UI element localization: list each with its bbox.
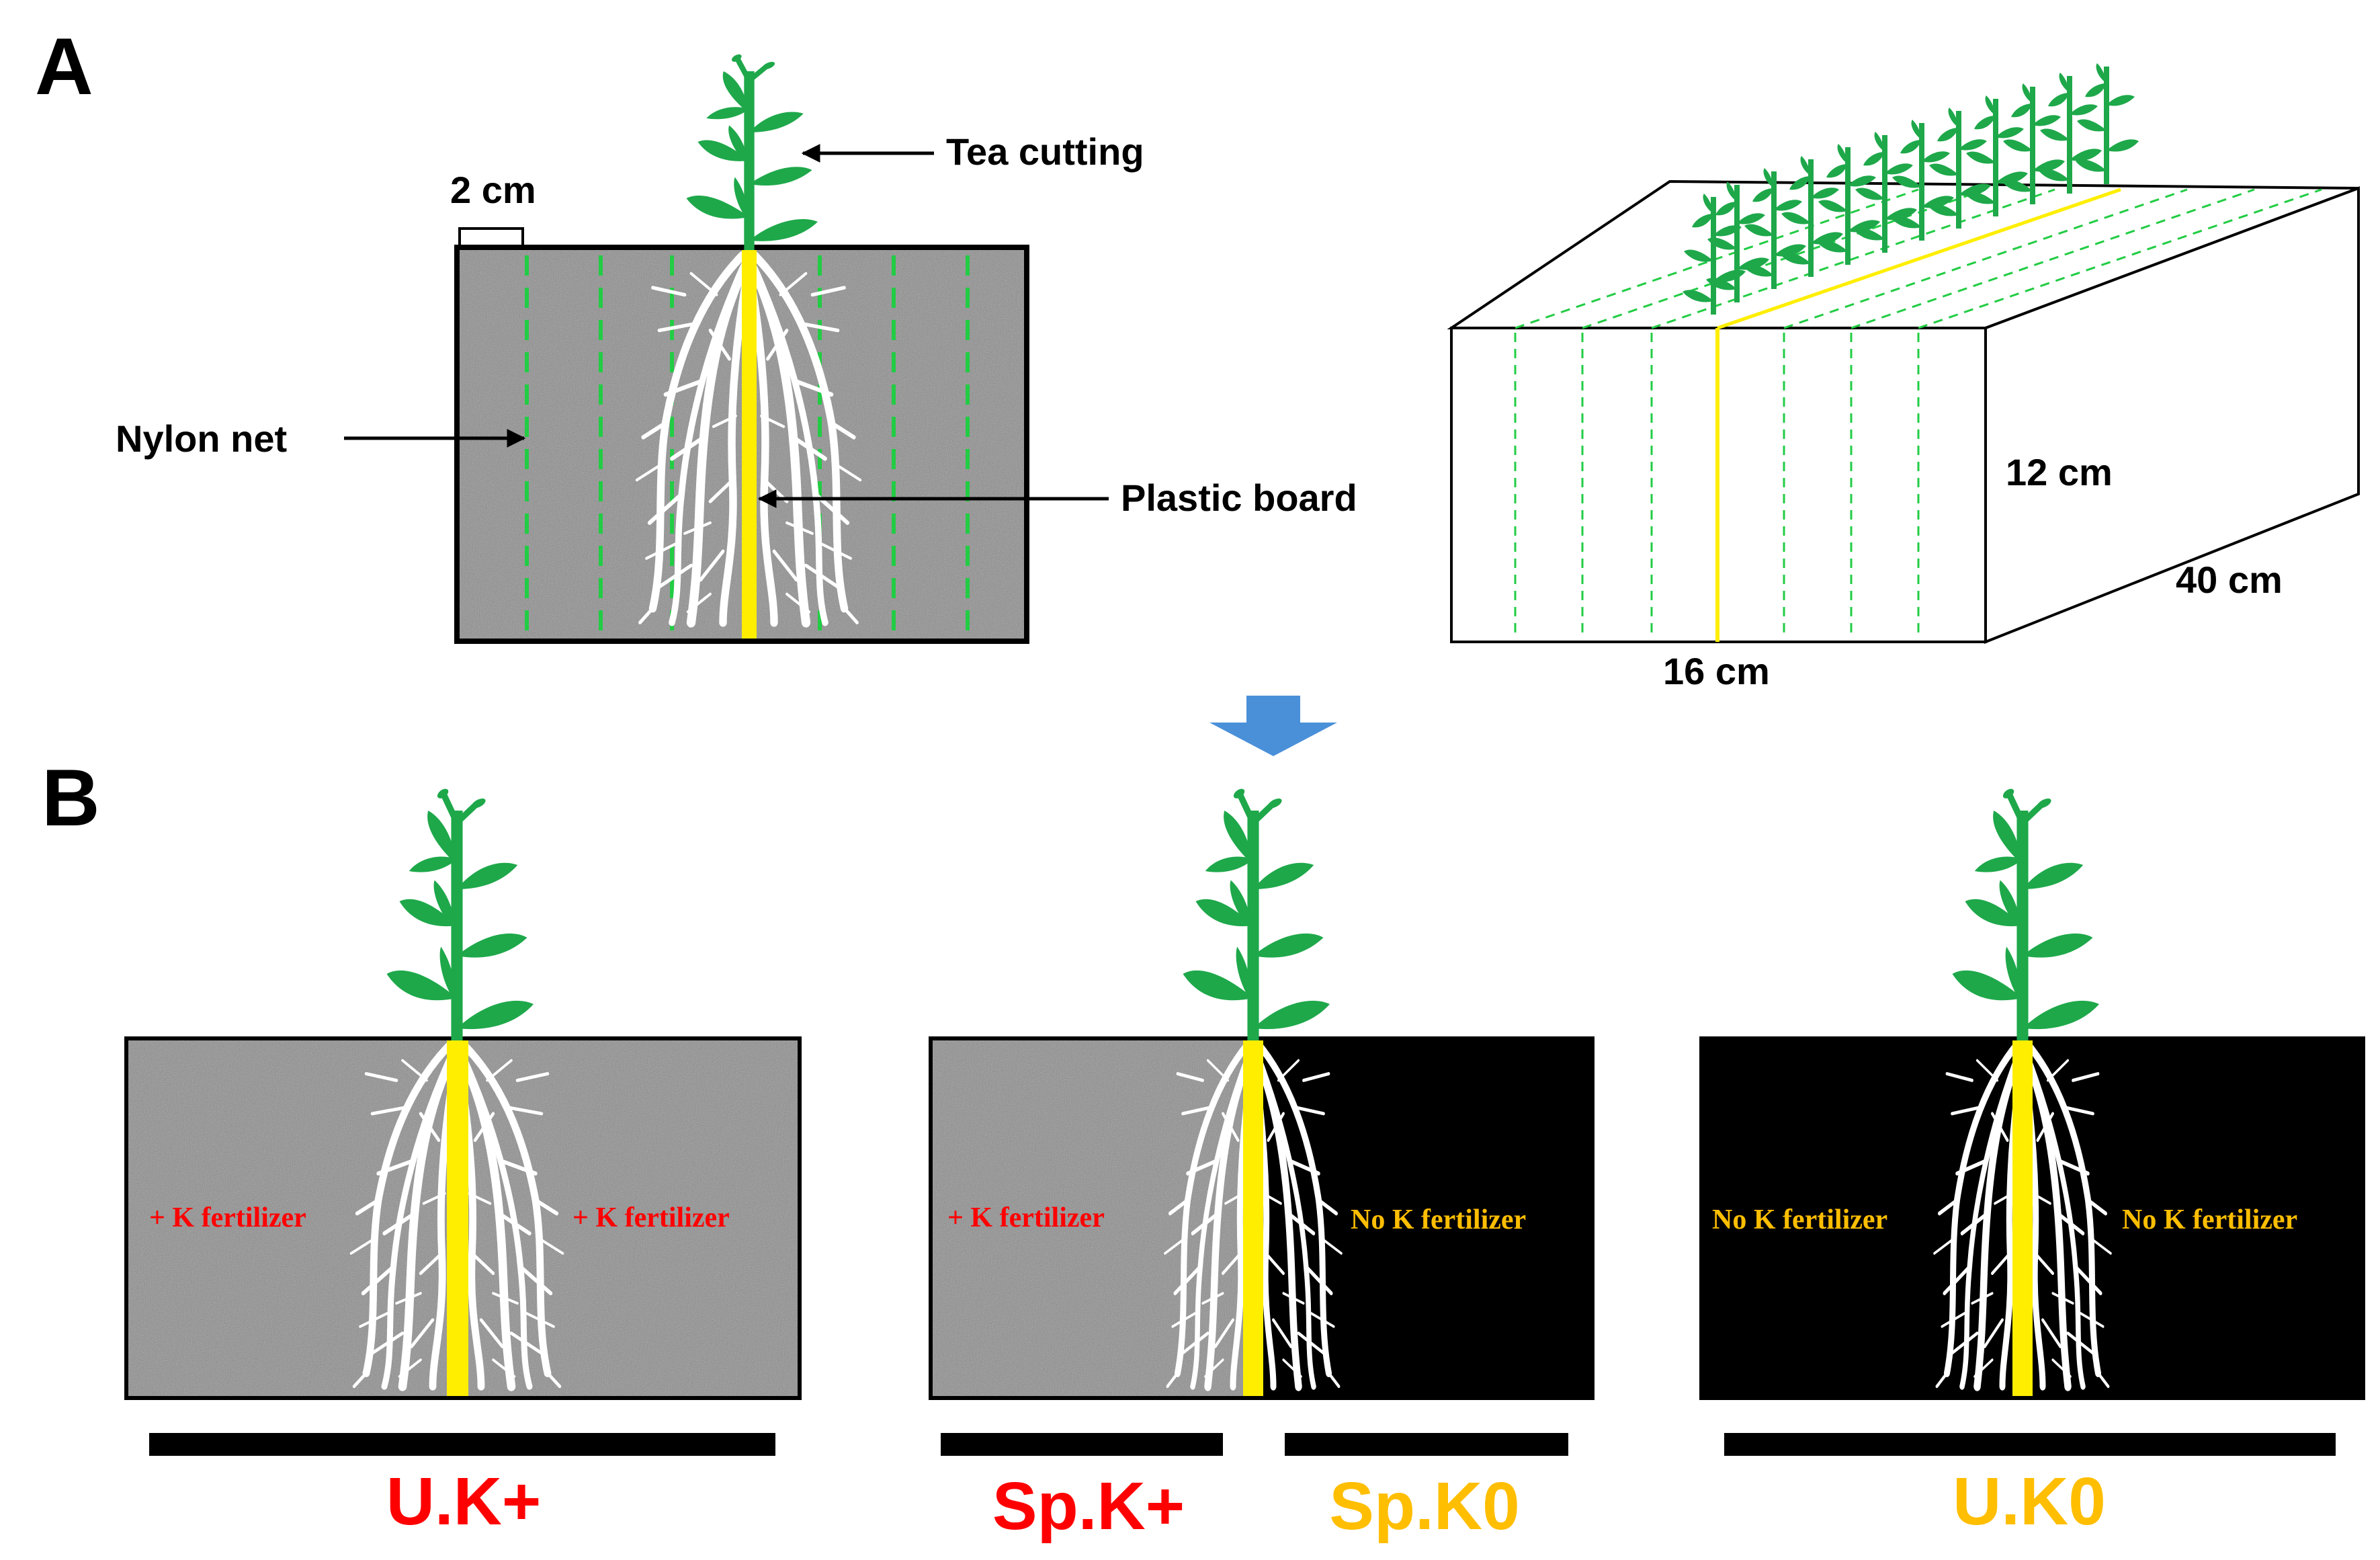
- label-2cm: 2 cm: [450, 169, 536, 211]
- tea-cutting-plant: [687, 53, 818, 250]
- label-width: 16 cm: [1663, 650, 1770, 692]
- plastic-board: [2012, 1038, 2033, 1398]
- plastic-board: [1243, 1038, 1263, 1398]
- treatment-uk0: No K fertilizer No K fertilizer U.K0: [1699, 787, 2365, 1539]
- label-tea-cutting: Tea cutting: [946, 130, 1144, 173]
- label-nylon-net: Nylon net: [116, 417, 287, 460]
- tea-plant: [387, 787, 534, 1040]
- panel-b-letter: B: [42, 753, 100, 843]
- tea-plant: [1183, 787, 1330, 1040]
- box-3d: 12 cm 40 cm 16 cm: [1447, 63, 2360, 692]
- treatment-name-uk-plus: U.K+: [386, 1464, 542, 1539]
- panel-a-letter: A: [35, 22, 93, 112]
- label-no-k-fertilizer-right: No K fertilizer: [2122, 1204, 2297, 1235]
- treatment-name-sp-k-plus: Sp.K+: [992, 1469, 1185, 1544]
- treatment-bar: [1724, 1433, 2336, 1456]
- label-plastic-board: Plastic board: [1121, 477, 1357, 519]
- treatment-bar-right: [1285, 1433, 1568, 1456]
- label-k-fertilizer-right: + K fertilizer: [572, 1202, 730, 1233]
- label-no-k-fertilizer-left: No K fertilizer: [1712, 1204, 1887, 1235]
- panel-a: A 2 cm Tea c: [35, 22, 2360, 756]
- treatment-name-sp-k0: Sp.K0: [1329, 1469, 1519, 1544]
- treatment-name-uk0: U.K0: [1953, 1464, 2106, 1539]
- plastic-board: [447, 1038, 468, 1398]
- down-arrow-icon: [1209, 696, 1337, 756]
- plastic-board: [742, 247, 757, 641]
- treatment-uk-plus: + K fertilizer + K fertilizer U.K+: [124, 787, 802, 1539]
- label-k-fertilizer-left: + K fertilizer: [947, 1202, 1105, 1233]
- width-bracket: [458, 227, 524, 245]
- panel-b: B + K fertilizer + K fertilizer U.K+ + K…: [42, 753, 2365, 1544]
- label-no-k-fertilizer-right: No K fertilizer: [1351, 1204, 1526, 1235]
- treatment-bar: [149, 1433, 775, 1456]
- label-height: 12 cm: [2006, 451, 2113, 493]
- tea-plant: [1953, 787, 2100, 1040]
- label-k-fertilizer-left: + K fertilizer: [149, 1202, 306, 1233]
- cross-section-box: [454, 245, 1029, 644]
- treatment-bar-left: [941, 1433, 1223, 1456]
- box-net-lines: [1514, 188, 2322, 639]
- label-depth: 40 cm: [2176, 559, 2283, 601]
- treatment-split: + K fertilizer No K fertilizer Sp.K+ Sp.…: [929, 787, 1595, 1544]
